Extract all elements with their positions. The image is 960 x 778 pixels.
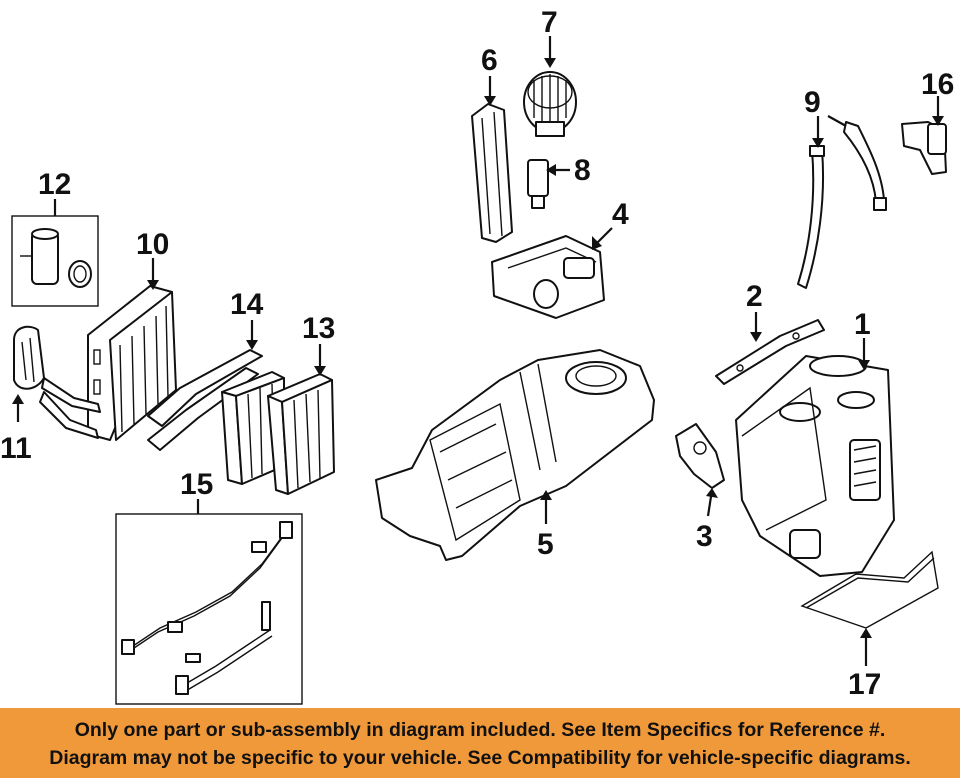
callout-11: 11 — [0, 432, 32, 465]
part-11-ac-lines — [13, 325, 101, 439]
part-6-duct — [471, 103, 513, 243]
part-7-blower-motor — [523, 71, 577, 137]
callout-3: 3 — [696, 520, 713, 553]
callout-5: 5 — [537, 528, 554, 561]
callout-2: 2 — [746, 280, 763, 313]
part-5-lower-housing — [375, 349, 655, 561]
callout-14: 14 — [230, 288, 264, 321]
part-13-heater-core — [267, 373, 335, 495]
part-16-hose-fitting — [901, 121, 947, 175]
notice-banner: Only one part or sub-assembly in diagram… — [0, 708, 960, 778]
part-4-blower-housing — [491, 235, 605, 319]
part-2-bracket — [715, 319, 825, 385]
callout-13: 13 — [302, 312, 335, 345]
notice-line-1: Only one part or sub-assembly in diagram… — [74, 719, 886, 741]
callout-8: 8 — [574, 154, 591, 187]
callout-10: 10 — [136, 228, 169, 261]
part-15-wiring-harness — [115, 513, 303, 705]
parts-diagram: 12 10 11 14 — [0, 6, 954, 705]
part-12-expansion-valve — [11, 215, 99, 307]
callout-9: 9 — [804, 86, 821, 119]
part-3-actuator — [675, 423, 725, 489]
part-8-blower-resistor — [527, 159, 549, 209]
callout-17: 17 — [848, 668, 881, 701]
callout-7: 7 — [541, 6, 558, 39]
part-9-drain-hose — [797, 121, 887, 289]
part-1-hvac-case — [735, 355, 895, 577]
callout-4: 4 — [612, 198, 629, 231]
callout-15: 15 — [180, 468, 213, 501]
part-10-evaporator — [87, 285, 177, 441]
callout-12: 12 — [38, 168, 71, 201]
callout-1: 1 — [854, 308, 871, 341]
callout-16: 16 — [921, 68, 954, 101]
notice-line-2: Diagram may not be specific to your vehi… — [49, 747, 911, 769]
callout-6: 6 — [481, 44, 498, 77]
